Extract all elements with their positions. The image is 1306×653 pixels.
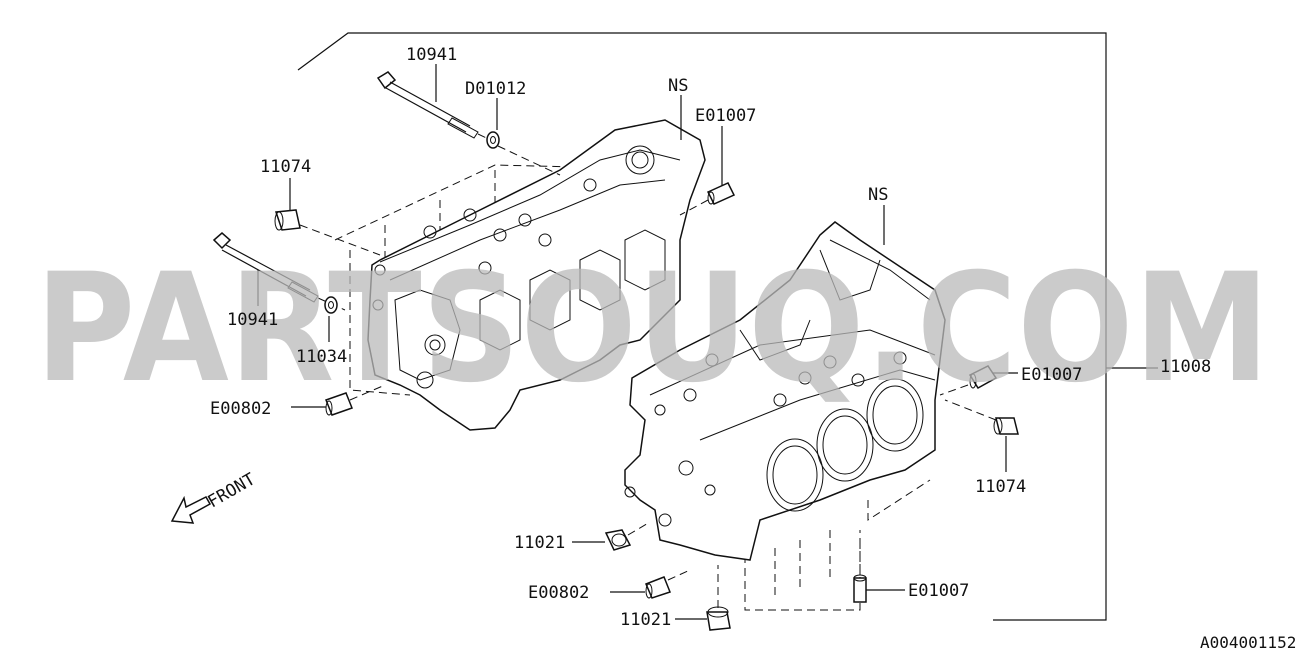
pin-11074-left — [274, 178, 381, 256]
pin-e01007-top — [679, 126, 736, 216]
label-10941-left: 10941 — [227, 310, 278, 330]
label-e01007-bottom: E01007 — [908, 581, 969, 601]
label-e00802-bottom: E00802 — [528, 583, 589, 603]
label-11021-mid: 11021 — [514, 533, 565, 553]
label-front: FRONT — [205, 469, 259, 512]
dowel-e00802-left — [291, 384, 386, 416]
label-10941-top: 10941 — [406, 45, 457, 65]
front-arrow-icon — [170, 495, 212, 524]
washer-d01012 — [486, 98, 561, 176]
assembly-bracket — [297, 32, 1158, 621]
label-11074-right: 11074 — [975, 477, 1026, 497]
label-d01012: D01012 — [465, 79, 526, 99]
watermark-text: PARTSOUQ.COM — [35, 242, 1270, 416]
right-block-half — [624, 221, 946, 611]
bolt-10941-top — [376, 64, 496, 143]
label-11074-left: 11074 — [260, 157, 311, 177]
diagram-code: A004001152 — [1200, 633, 1296, 652]
label-11021-bottom: 11021 — [620, 610, 671, 630]
pin-e01007-bottom — [853, 540, 905, 603]
pin-e01007-right — [939, 365, 1018, 396]
left-block-half — [334, 119, 706, 431]
plug-11021-bottom — [675, 565, 731, 631]
pin-11074-right — [944, 399, 1019, 472]
dowel-e00802-bottom — [610, 569, 691, 599]
plug-11021-mid — [572, 521, 651, 551]
label-ns-top: NS — [668, 76, 688, 96]
washer-11034 — [324, 296, 338, 342]
label-e00802-left: E00802 — [210, 399, 271, 419]
label-e01007-right: E01007 — [1021, 365, 1082, 385]
label-e01007-top: E01007 — [695, 106, 756, 126]
label-ns-right: NS — [868, 185, 888, 205]
label-11034: 11034 — [296, 347, 347, 367]
label-11008: 11008 — [1160, 357, 1211, 377]
